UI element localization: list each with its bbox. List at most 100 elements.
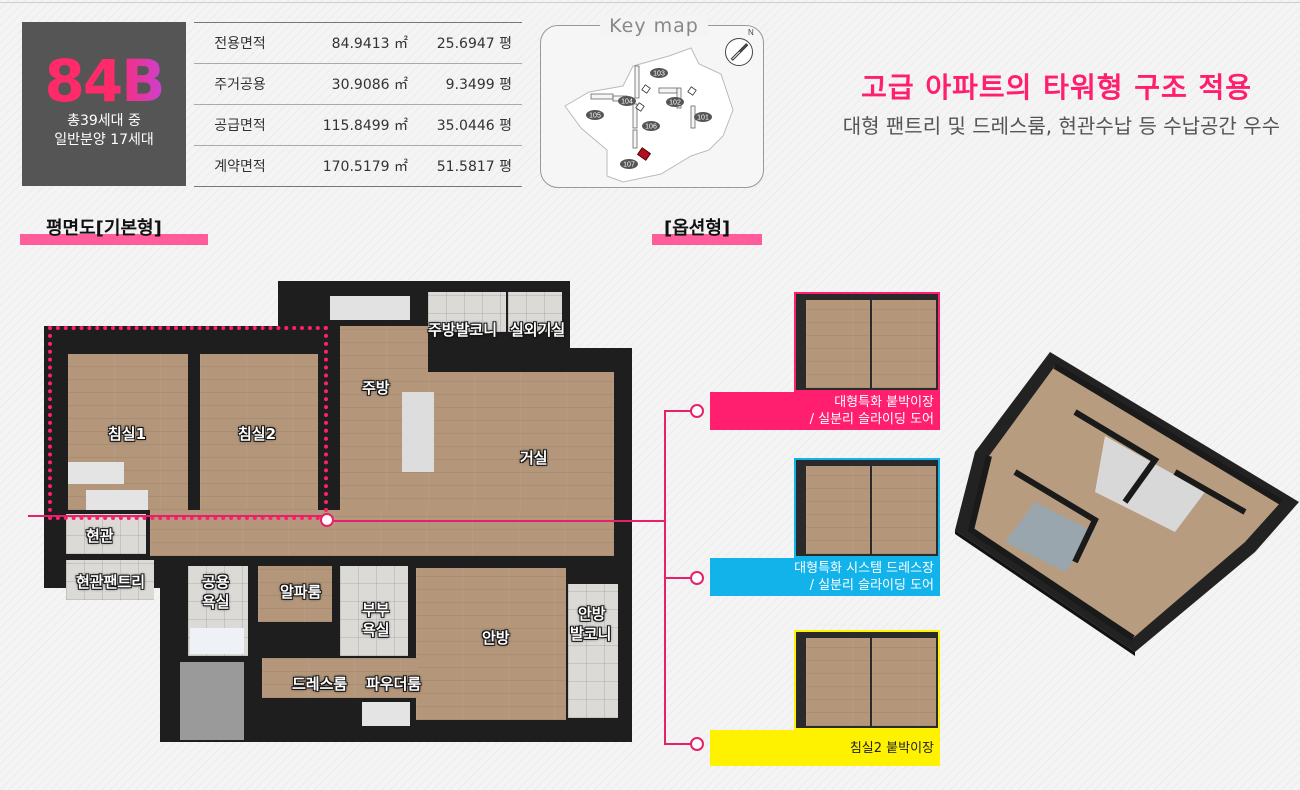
room-living — [428, 372, 614, 512]
connector-line — [28, 515, 328, 517]
bedroom1-wardrobe — [68, 462, 124, 484]
label-master-bedroom: 안방 — [482, 629, 510, 647]
kitchen-counter — [330, 296, 410, 320]
room-master-bath — [340, 566, 408, 656]
area-pyeong: 35.0446 평 — [436, 118, 512, 134]
svg-text:106: 106 — [645, 124, 657, 131]
area-sqm: 84.9413 ㎡ — [331, 36, 408, 52]
area-label: 공급면적 — [214, 118, 266, 134]
connector-line — [334, 520, 664, 522]
label-kitchen: 주방 — [362, 379, 390, 397]
option-thumb-2 — [794, 458, 940, 558]
building-103: 103 — [650, 68, 668, 78]
key-map-title: Key map — [600, 15, 708, 37]
key-map: 103 104 102 105 106 101 107 — [540, 25, 764, 188]
households-line2: 일반분양 17세대 — [54, 132, 154, 148]
option-text: / 실분리 슬라이딩 도어 — [809, 578, 934, 593]
label-dressroom: 드레스룸 — [292, 675, 348, 693]
compass-icon: N — [725, 28, 754, 66]
connector-line — [664, 410, 692, 412]
shaft — [180, 662, 244, 740]
label-master-balcony: 안방 — [578, 605, 606, 623]
option-thumb-3 — [794, 630, 940, 730]
connector-line — [664, 577, 692, 579]
section-underline — [20, 234, 208, 245]
top-rule — [0, 2, 1300, 3]
current-building-marker — [636, 147, 652, 161]
label-master-bath: 욕실 — [362, 621, 390, 639]
highlight-area — [48, 326, 328, 520]
room-alpha — [258, 566, 332, 622]
label-powder-room: 파우더룸 — [366, 675, 422, 693]
option-text: 대형특화 시스템 드레스장 — [794, 561, 934, 576]
connector-dot — [690, 737, 704, 751]
label-living: 거실 — [520, 449, 548, 467]
building-107: 107 — [620, 159, 638, 169]
subline: 대형 팬트리 및 드레스룸, 현관수납 등 수납공간 우수 — [842, 114, 1280, 138]
option-box-2: 대형특화 시스템 드레스장 / 실분리 슬라이딩 도어 — [710, 558, 940, 596]
section-title-basic: 평면도[기본형] — [46, 218, 162, 239]
building-104: 104 — [618, 96, 636, 106]
room-entrance — [66, 514, 146, 554]
section-title-option: [옵션형] — [664, 218, 731, 239]
area-sqm: 170.5179 ㎡ — [322, 159, 408, 175]
area-label: 전용면적 — [214, 36, 266, 52]
label-master-balcony: 발코니 — [570, 625, 612, 643]
connector-dot — [690, 571, 704, 585]
label-outdoor-unit: 실외기실 — [510, 321, 566, 339]
area-pyeong: 25.6947 평 — [436, 36, 512, 52]
svg-text:104: 104 — [621, 99, 633, 106]
building-102: 102 — [666, 97, 684, 107]
label-bedroom1: 침실1 — [108, 425, 147, 443]
room-outdoor-unit — [508, 292, 562, 332]
area-table: 전용면적 84.9413 ㎡ 25.6947 평 주거공용 30.9086 ㎡ … — [194, 22, 522, 187]
option-text: 침실2 붙박이장 — [849, 741, 934, 756]
area-pyeong: 51.5817 평 — [436, 159, 512, 175]
area-sqm: 115.8499 ㎡ — [322, 118, 408, 134]
isometric-3d-view — [955, 352, 1299, 656]
label-kitchen-balcony: 주방발코니 — [428, 321, 498, 339]
connector-dot — [320, 513, 334, 527]
option-thumb-1 — [794, 292, 940, 392]
unit-type-box: 84B 총39세대 중 일반분양 17세대 — [22, 22, 186, 186]
powder-counter — [362, 702, 410, 726]
room-master-bedroom — [416, 568, 566, 720]
table-row: 공급면적 115.8499 ㎡ 35.0446 평 — [194, 105, 522, 146]
table-row: 전용면적 84.9413 ㎡ 25.6947 평 — [194, 23, 522, 64]
area-pyeong: 9.3499 평 — [445, 77, 512, 93]
svg-text:101: 101 — [697, 115, 709, 122]
option-text: / 실분리 슬라이딩 도어 — [809, 412, 934, 427]
bedroom1-closet — [86, 490, 148, 510]
label-common-bath: 욕실 — [202, 593, 230, 611]
svg-text:102: 102 — [669, 100, 681, 107]
option-box-1: 대형특화 붙박이장 / 실분리 슬라이딩 도어 — [710, 392, 940, 430]
area-sqm: 30.9086 ㎡ — [331, 77, 408, 93]
room-master-balcony — [568, 584, 618, 718]
label-bedroom2: 침실2 — [238, 425, 277, 443]
connector-line — [664, 743, 692, 745]
label-common-bath: 공용 — [202, 573, 230, 591]
label-entrance: 현관 — [86, 527, 114, 545]
building-105: 105 — [586, 110, 604, 120]
svg-text:107: 107 — [623, 162, 635, 169]
site-plan: 103 104 102 105 106 101 107 — [564, 47, 734, 183]
option-box-3: 침실2 붙박이장 — [710, 730, 940, 766]
label-alpha: 알파룸 — [280, 583, 322, 601]
kitchen-island — [402, 392, 434, 472]
section-underline — [652, 234, 762, 245]
label-master-bath: 부부 — [362, 601, 390, 619]
option-text: 대형특화 붙박이장 — [834, 395, 934, 410]
connector-dot — [690, 404, 704, 418]
table-row: 주거공용 30.9086 ㎡ 9.3499 평 — [194, 64, 522, 105]
bathtub — [190, 628, 244, 654]
svg-text:105: 105 — [589, 113, 601, 120]
building-106: 106 — [642, 121, 660, 131]
svg-text:103: 103 — [653, 71, 665, 78]
area-label: 계약면적 — [214, 159, 266, 175]
households-line1: 총39세대 중 — [67, 113, 141, 129]
room-kitchen-balcony — [428, 292, 506, 332]
headline: 고급 아파트의 타워형 구조 적용 — [861, 71, 1252, 104]
unit-type-name: 84B — [22, 50, 186, 112]
label-entrance-pantry: 현관팬트리 — [76, 573, 146, 591]
room-bedroom1 — [68, 354, 188, 510]
